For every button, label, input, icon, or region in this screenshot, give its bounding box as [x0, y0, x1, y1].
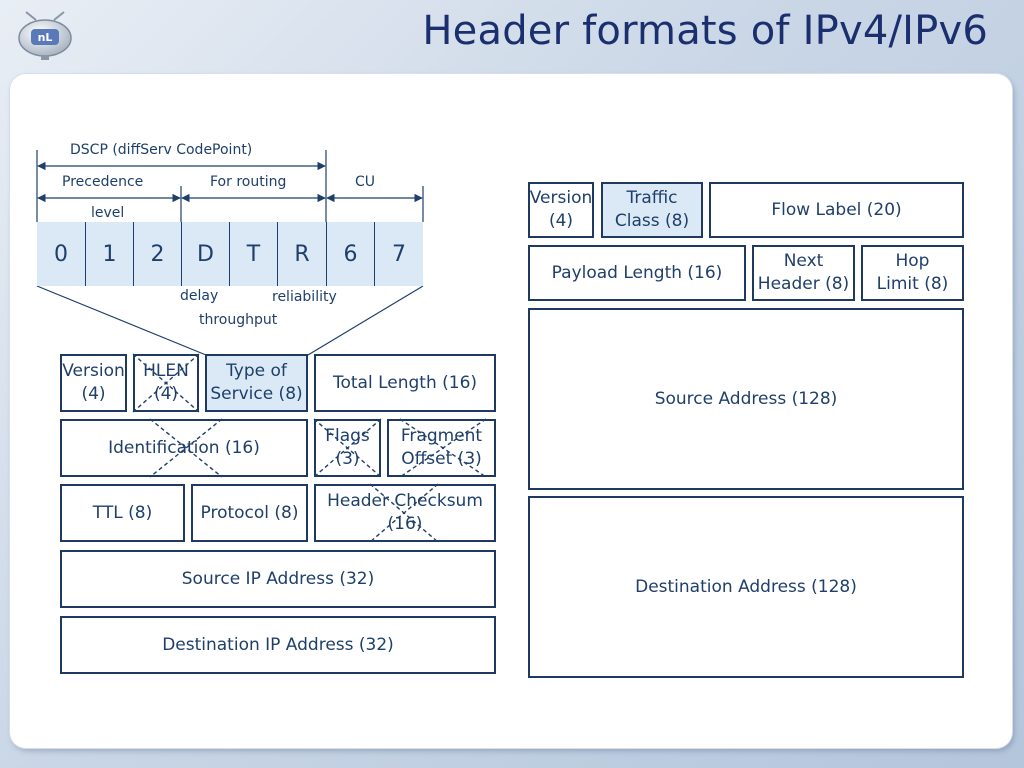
cu-label: CU [355, 174, 376, 190]
ipv6-payload-length-field: Payload Length (16) [528, 245, 746, 301]
ipv4-total-length-field: Total Length (16) [314, 354, 496, 412]
reliability-label: reliability [272, 289, 337, 305]
bit-cell: 2 [133, 222, 181, 286]
ipv4-ttl-field: TTL (8) [60, 484, 185, 542]
for-routing-label: For routing [210, 174, 287, 190]
ipv4-protocol-field: Protocol (8) [191, 484, 308, 542]
ipv4-destination-address-field: Destination IP Address (32) [60, 616, 496, 674]
monitor-robot-logo-icon: nL [18, 11, 72, 60]
throughput-label: throughput [199, 312, 278, 328]
bit-cell: 0 [37, 222, 85, 286]
ipv6-flow-label-field: Flow Label (20) [709, 182, 964, 238]
ipv4-identification-field: Identification (16) [60, 419, 308, 477]
ipv4-hlen-field: HLEN (4) [133, 354, 199, 412]
ipv6-traffic-class-field: Traffic Class (8) [601, 182, 703, 238]
page-title: Header formats of IPv4/IPv6 [422, 8, 988, 54]
dscp-label: DSCP (diffServ CodePoint) [70, 142, 253, 158]
bit-cell: 7 [374, 222, 423, 286]
ipv4-checksum-field: Header Checksum (16) [314, 484, 496, 542]
ipv6-hop-limit-field: Hop Limit (8) [861, 245, 964, 301]
bit-cell: D [181, 222, 229, 286]
bit-cell: 1 [85, 222, 133, 286]
ipv4-flags-field: Flags (3) [314, 419, 381, 477]
bit-cell: T [229, 222, 277, 286]
svg-text:nL: nL [38, 31, 53, 44]
bit-cell: 6 [326, 222, 374, 286]
bit-cell: R [277, 222, 326, 286]
ipv6-version-field: Version (4) [528, 182, 594, 238]
ipv4-source-address-field: Source IP Address (32) [60, 550, 496, 608]
ipv4-tos-field: Type of Service (8) [205, 354, 308, 412]
delay-label: delay [180, 288, 219, 304]
ipv4-version-field: Version (4) [60, 354, 127, 412]
level-label: level [91, 205, 125, 221]
ipv6-next-header-field: Next Header (8) [752, 245, 855, 301]
precedence-label: Precedence [62, 174, 144, 190]
ipv6-source-address-field: Source Address (128) [528, 308, 964, 490]
ipv4-fragment-offset-field: Fragment Offset (3) [387, 419, 496, 477]
ipv6-destination-address-field: Destination Address (128) [528, 496, 964, 678]
